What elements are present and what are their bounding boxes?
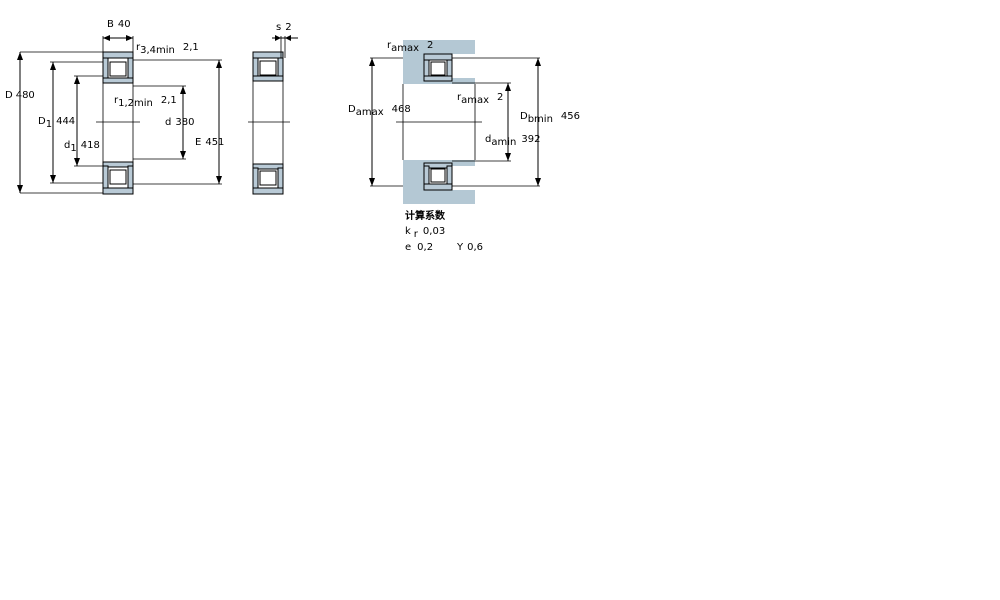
housing-bottom <box>403 190 475 204</box>
housing-bottom-shoulder <box>403 162 425 190</box>
housing-top-shoulder <box>403 54 425 82</box>
inner-ring-bottom <box>102 161 134 168</box>
outer-ring-bottom-left-rib <box>102 165 109 189</box>
roller-top <box>109 61 127 77</box>
inner-ring-top <box>102 77 134 84</box>
factors-heading: 计算系数 <box>405 209 446 222</box>
roller-bottom <box>109 169 127 185</box>
outer-ring-top-right-rib <box>127 57 134 81</box>
outer-ring-bottom <box>102 187 134 195</box>
outer-ring-top <box>102 51 134 59</box>
outer-ring-top-left-rib <box>102 57 109 81</box>
housing-top <box>403 40 475 54</box>
outer-ring-bottom-right-rib <box>127 165 134 189</box>
